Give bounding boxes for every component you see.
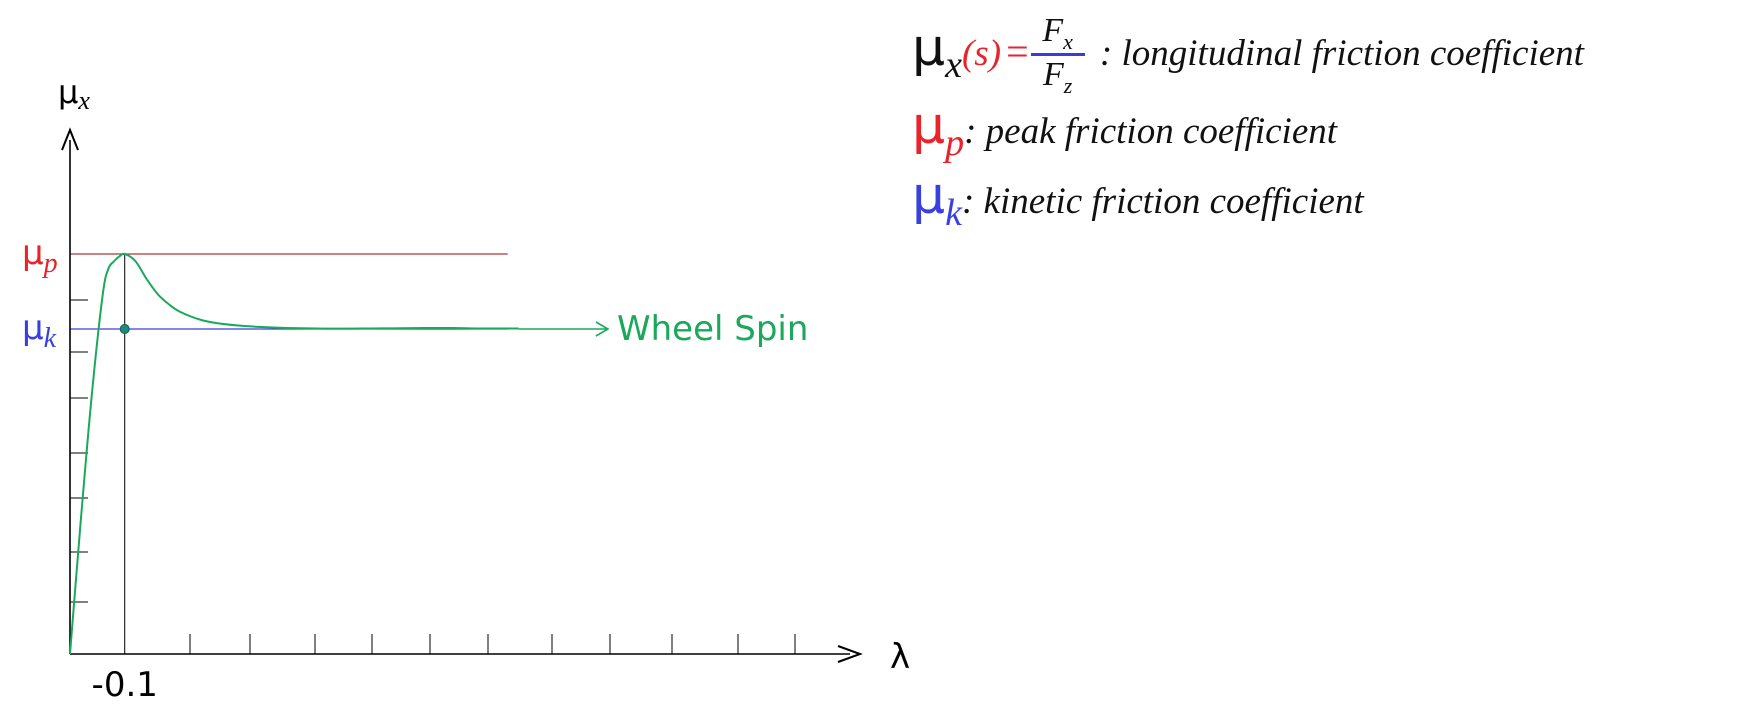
level-label-k: μk <box>22 308 57 354</box>
chart-labels: μp μk Wheel Spin μx λ -0.1 <box>22 73 910 705</box>
fraction-denominator: Fz <box>1031 56 1085 98</box>
mu-p-subscript: p <box>945 122 965 164</box>
mu-symbol: μ <box>912 18 946 78</box>
mu-x-subscript: x <box>945 44 962 86</box>
series-layer <box>69 252 610 655</box>
x-tick-label: -0.1 <box>92 665 158 705</box>
mu-symbol: μ <box>912 166 946 226</box>
definition-mu-x: μx(s) = Fx Fz : longitudinal friction co… <box>912 12 1584 103</box>
mu-p-description: : peak friction coefficient <box>964 111 1338 152</box>
equals-sign: = <box>1006 29 1029 74</box>
denominator-symbol: F <box>1043 56 1064 93</box>
reference-lines <box>70 253 508 654</box>
level-label-p: μp <box>22 233 58 279</box>
mu-k-description: : kinetic friction coefficient <box>961 181 1364 222</box>
axis-ticks <box>70 299 796 654</box>
wheel-spin-arrowhead <box>595 321 610 337</box>
mu-symbol: μ <box>912 96 946 156</box>
definition-mu-k: μk: kinetic friction coefficient <box>912 170 1364 234</box>
friction-curve <box>69 252 519 655</box>
mu-x-argument: (s) <box>961 33 1002 74</box>
wheel-spin-label: Wheel Spin <box>617 309 808 349</box>
mu-k-subscript: k <box>945 192 962 234</box>
numerator-subscript: x <box>1063 29 1073 54</box>
definition-mu-p: μp: peak friction coefficient <box>912 100 1338 164</box>
mu-x-description: : longitudinal friction coefficient <box>1090 33 1584 74</box>
x-axis-label: λ <box>890 637 910 677</box>
y-axis-arrowhead <box>61 127 79 151</box>
x-axis-arrowhead <box>837 645 863 663</box>
denominator-subscript: z <box>1063 73 1073 98</box>
kinetic-marker-point <box>119 324 130 334</box>
numerator-symbol: F <box>1042 12 1064 49</box>
fraction-bar <box>1030 53 1085 56</box>
axes <box>61 127 863 663</box>
fraction-numerator: Fx <box>1031 12 1085 54</box>
y-axis-label: μx <box>58 73 90 115</box>
force-ratio-fraction: Fx Fz <box>1030 12 1085 98</box>
